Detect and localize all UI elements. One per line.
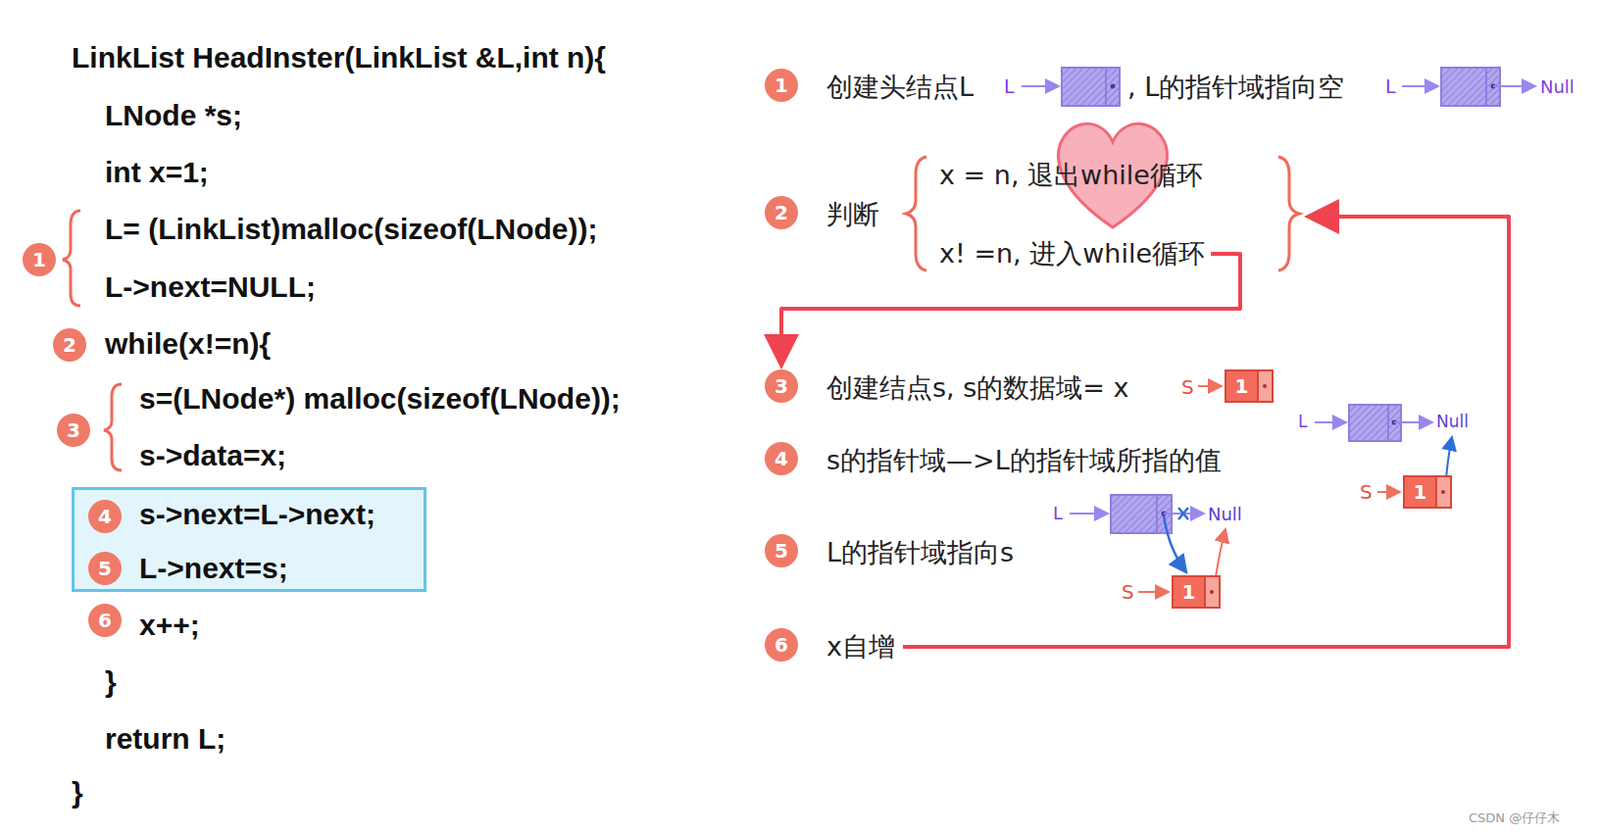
step-text: x = n, 退出while循环	[939, 157, 1203, 194]
code-line: L->next=s;	[139, 551, 289, 586]
bracket	[103, 384, 122, 471]
callout-digit: 2	[774, 200, 789, 225]
brace	[1278, 156, 1300, 271]
pointer-field	[1203, 577, 1219, 607]
code-line: return L;	[104, 722, 226, 756]
callout-digit: 4	[774, 447, 789, 471]
pointer-arrow	[1493, 85, 1536, 88]
callout-number: 2	[52, 328, 87, 362]
flow-arrow	[902, 216, 1509, 648]
pointer-arrow	[1394, 421, 1433, 424]
callout-digit: 5	[98, 556, 112, 581]
code-line: }	[71, 776, 84, 810]
head-node	[1441, 67, 1500, 106]
flow-arrow	[781, 253, 1241, 366]
step-text: 判断	[826, 197, 880, 233]
watermark: CSDN @仔仔木	[1468, 809, 1560, 828]
pointer-arrow	[1069, 512, 1108, 515]
callout-digit: 1	[774, 73, 789, 98]
pointer-field	[1435, 477, 1450, 507]
highlight-box: s->next=L->next; L->next=s; 4 5	[71, 487, 427, 593]
callout-number: 6	[764, 628, 799, 662]
data-value: 1	[1235, 374, 1250, 399]
callout-number: 2	[764, 196, 799, 230]
code-line: LinkList HeadInster(LinkList &L,int n){	[71, 41, 606, 75]
callout-digit: 1	[32, 248, 47, 272]
callout-digit: 5	[774, 539, 789, 563]
step-text: Null	[1436, 411, 1469, 432]
step-text: L	[1298, 411, 1307, 432]
head-node	[1110, 495, 1172, 534]
callout-number: 6	[88, 603, 122, 638]
callout-digit: 3	[66, 418, 81, 443]
step-text: S	[1359, 480, 1373, 504]
step-text: 创建头结点L	[826, 69, 974, 105]
step-text: L	[1052, 502, 1063, 524]
pointer-arrow	[1138, 591, 1169, 594]
data-field: 1	[1404, 477, 1436, 507]
callout-digit: 6	[98, 608, 112, 633]
callout-digit: 2	[62, 333, 77, 357]
callout-digit: 4	[98, 504, 112, 529]
code-line: }	[104, 665, 117, 700]
step-text: L的指针域指向s	[826, 535, 1014, 571]
code-line: s->data=x;	[139, 439, 287, 473]
callout-number: 5	[88, 551, 122, 586]
pointer-dot	[1262, 384, 1267, 389]
data-value: 1	[1182, 580, 1197, 604]
step-text: , L的指针域指向空	[1127, 69, 1345, 105]
data-field: 1	[1226, 371, 1257, 401]
head-node	[1349, 404, 1401, 442]
list-node: 1	[1171, 575, 1221, 609]
pointer-arrow	[1314, 421, 1347, 424]
code-line: while(x!=n){	[104, 327, 271, 361]
step-text: x! =n, 进入while循环	[939, 236, 1205, 272]
code-line: x++;	[139, 608, 200, 643]
step-text: L	[1003, 75, 1015, 98]
code-line: s->next=L->next;	[139, 498, 376, 532]
step-text: s的指针域—>L的指针域所指的值	[826, 443, 1222, 479]
callout-number: 1	[764, 68, 799, 102]
callout-number: 3	[56, 413, 91, 448]
pointer-dot	[1441, 490, 1446, 495]
callout-digit: 3	[774, 374, 789, 399]
callout-digit: 6	[774, 633, 789, 657]
callout-number: 4	[764, 442, 799, 476]
code-line: L->next=NULL;	[104, 270, 316, 304]
step-text: 创建结点s, s的数据域= x	[826, 370, 1129, 406]
code-line: int x=1;	[104, 155, 209, 190]
step-text: L	[1385, 75, 1397, 98]
callout-number: 1	[22, 243, 56, 277]
step-text: Null	[1207, 503, 1243, 525]
callout-number: 4	[88, 500, 122, 534]
brace	[905, 156, 927, 271]
cross-mark	[1178, 507, 1189, 520]
list-node: 1	[1402, 475, 1452, 509]
bracket	[62, 210, 81, 306]
code-line: s=(LNode*) malloc(sizeof(LNode));	[139, 382, 621, 416]
pointer-field	[1256, 371, 1272, 401]
pointer-arrow	[1377, 491, 1400, 494]
pointer-arrow	[1198, 385, 1222, 388]
head-node	[1061, 67, 1120, 106]
pointer-dot	[1209, 590, 1214, 595]
code-line: L= (LinkList)malloc(sizeof(LNode));	[104, 212, 599, 247]
pointer-arrow	[1163, 515, 1187, 573]
step-text: S	[1121, 580, 1135, 604]
data-value: 1	[1413, 480, 1428, 504]
callout-number: 5	[764, 534, 799, 568]
pointer-arrow	[1401, 85, 1439, 88]
step-text: x自增	[826, 629, 896, 665]
callout-number: 3	[764, 369, 799, 403]
pointer-arrow	[1021, 85, 1059, 88]
code-line: LNode *s;	[104, 99, 243, 133]
step-text: Null	[1540, 76, 1575, 98]
list-node: 1	[1224, 369, 1274, 403]
step-text: S	[1181, 375, 1195, 400]
data-field: 1	[1173, 577, 1204, 607]
